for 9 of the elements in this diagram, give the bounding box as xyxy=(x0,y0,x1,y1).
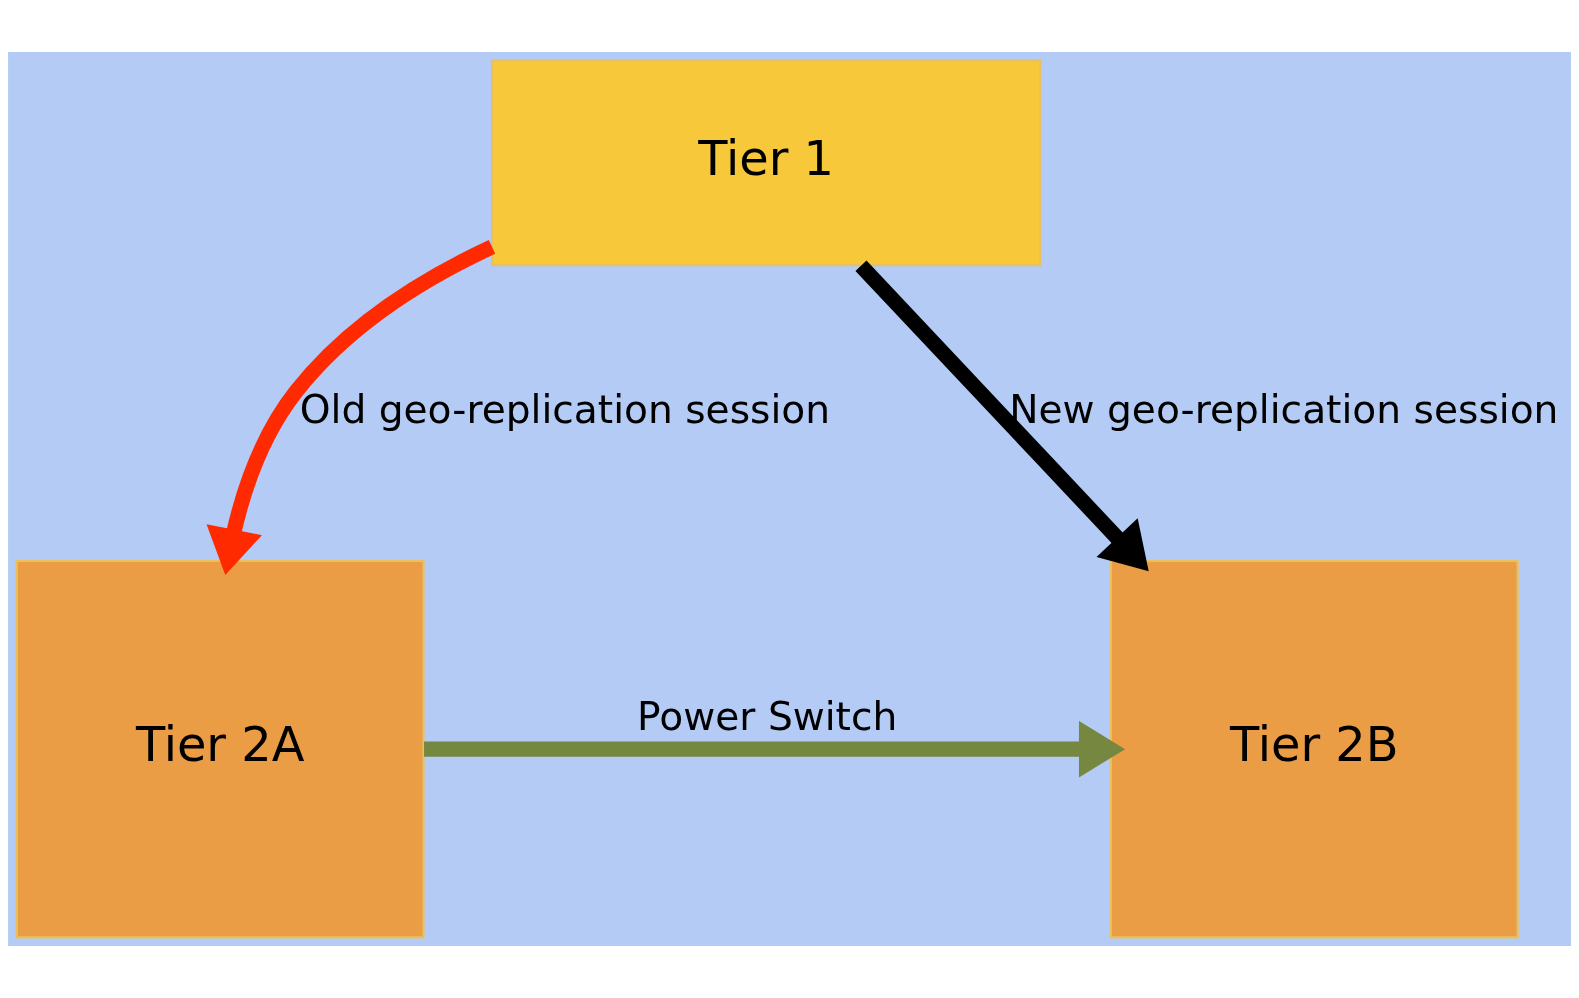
node-box: Tier 2A xyxy=(15,559,425,939)
arrow xyxy=(206,240,496,575)
edge-label: New geo-replication session xyxy=(1009,386,1559,432)
node-box: Tier 2B xyxy=(1109,559,1519,939)
edge-label: Old geo-replication session xyxy=(299,386,831,432)
node-box: Tier 1 xyxy=(490,59,1042,267)
edge-label: Power Switch xyxy=(637,694,898,740)
arrow xyxy=(855,260,1149,572)
arrow xyxy=(424,720,1126,778)
